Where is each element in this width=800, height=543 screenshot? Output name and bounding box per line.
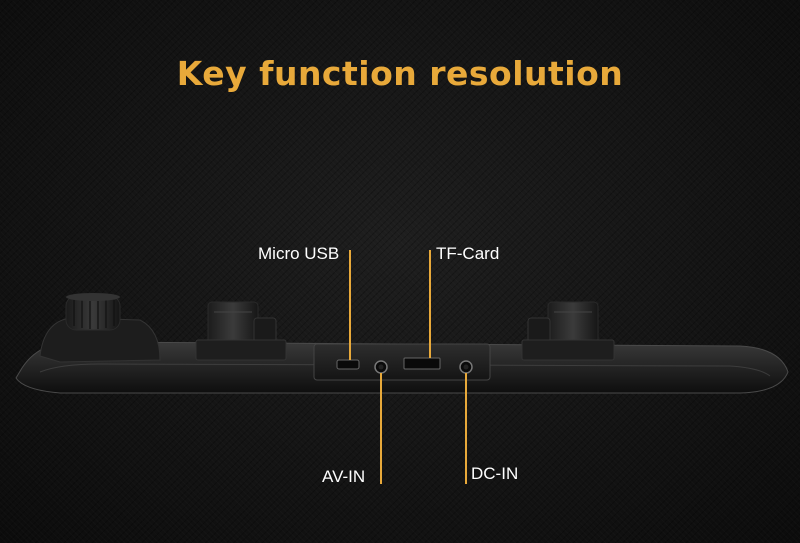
av-in-port bbox=[374, 360, 388, 374]
micro-usb-label: Micro USB bbox=[258, 244, 340, 263]
tf-card-label: TF-Card bbox=[436, 244, 500, 263]
dc-in-label: DC-IN bbox=[471, 464, 519, 483]
av-in-label: AV-IN bbox=[322, 467, 366, 486]
callout-lines bbox=[349, 250, 467, 484]
port-panel bbox=[313, 343, 491, 381]
mounting-clip-right bbox=[521, 301, 615, 361]
dc-in-port bbox=[459, 360, 473, 374]
camera-knob bbox=[39, 293, 161, 363]
mounting-clip-left bbox=[195, 301, 287, 361]
page-title: Key function resolution bbox=[176, 54, 624, 93]
micro-usb-port bbox=[336, 359, 360, 370]
tf-card-slot bbox=[403, 357, 441, 370]
